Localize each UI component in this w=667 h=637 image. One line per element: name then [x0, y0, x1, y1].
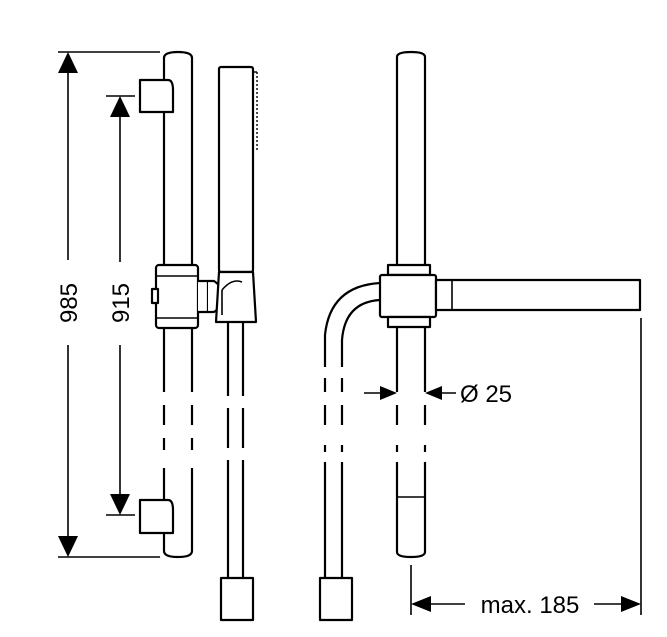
hand-shower-side: [434, 278, 642, 312]
wall-bracket-top: [138, 78, 175, 114]
hose-loop-side: [318, 281, 381, 622]
dimension-max-185: max. 185: [410, 318, 642, 619]
side-view: Ø 25 max. 185: [318, 50, 642, 622]
dimension-915: 915: [106, 95, 135, 516]
shower-rail-side: [395, 50, 427, 559]
dimension-label-max-185: max. 185: [481, 592, 580, 619]
hand-shower-front: [214, 65, 258, 324]
shower-hose-front: [219, 322, 255, 622]
dimension-985: 985: [56, 51, 160, 558]
shower-rail-front: [162, 50, 194, 559]
dimension-label-985: 985: [56, 283, 83, 323]
dimension-diameter: Ø 25: [364, 381, 512, 408]
slider-side: [378, 263, 438, 329]
dimension-label-diameter: Ø 25: [460, 381, 512, 408]
dimension-label-915: 915: [108, 283, 135, 323]
wall-bracket-bottom: [138, 498, 175, 535]
slider-front: [150, 263, 224, 330]
front-view: 985 915: [56, 50, 258, 622]
